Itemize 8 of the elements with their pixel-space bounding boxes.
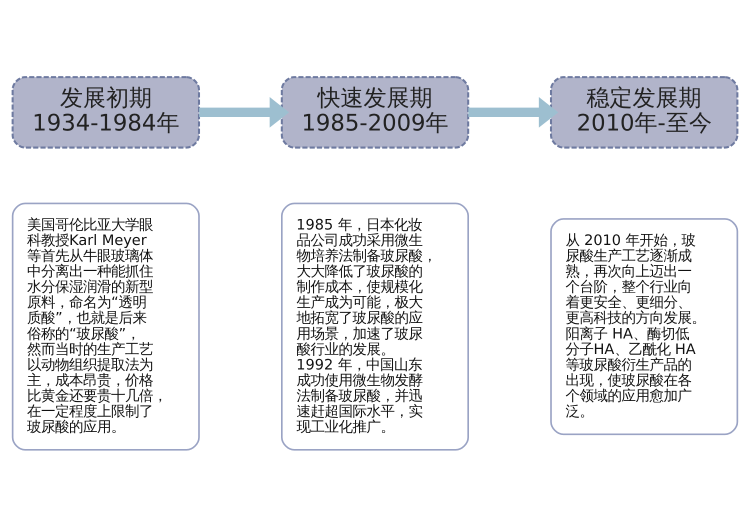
- node-box: 从 2010 年开始，玻尿酸生产工艺逐渐成熟，再次向上迈出一个台阶，整个行业向着更安全、更细分、更高科技的方向发展。阳离子 HA、酶切低分子HA、乙酰化 HA 等玻尿酸衍生产品的出现，使玻尿酸在各个领域的应用愈加广泛。: [550, 218, 738, 436]
- node-box: 稳定发展期 2010年-至今: [550, 76, 738, 149]
- node-box: 发展初期 1934-1984年: [12, 76, 200, 149]
- node-box: 1985 年，日本化妆品公司成功采用微生物培养法制备玻尿酸，大大降低了玻尿酸的制作成本，使规模化生产成为可能，极大地拓宽了玻尿酸的应用场景，加速了玻尿酸行业的发展。1992 年，中国山东成功使用微生物发酵法制备玻尿酸，并迅速赶超国际水平，实现工业化推广。: [281, 202, 469, 451]
- node-box: 快速发展期 1985-2009年: [280, 76, 470, 149]
- arrow: [468, 97, 558, 128]
- node-box: 美国哥伦比亚大学眼科教授Karl Meyer 等首先从牛眼玻璃体中分离出一种能抓住水分保湿润滑的新型原料，命名为“透明质酸”，也就是后来俗称的“玻尿酸”，然而当时的生产工艺以动物组织提取法为主，成本昂贵，价格比黄金还要贵十几倍，在一定程度上限制了玻尿酸的应用。: [12, 202, 200, 451]
- arrow: [199, 97, 290, 128]
